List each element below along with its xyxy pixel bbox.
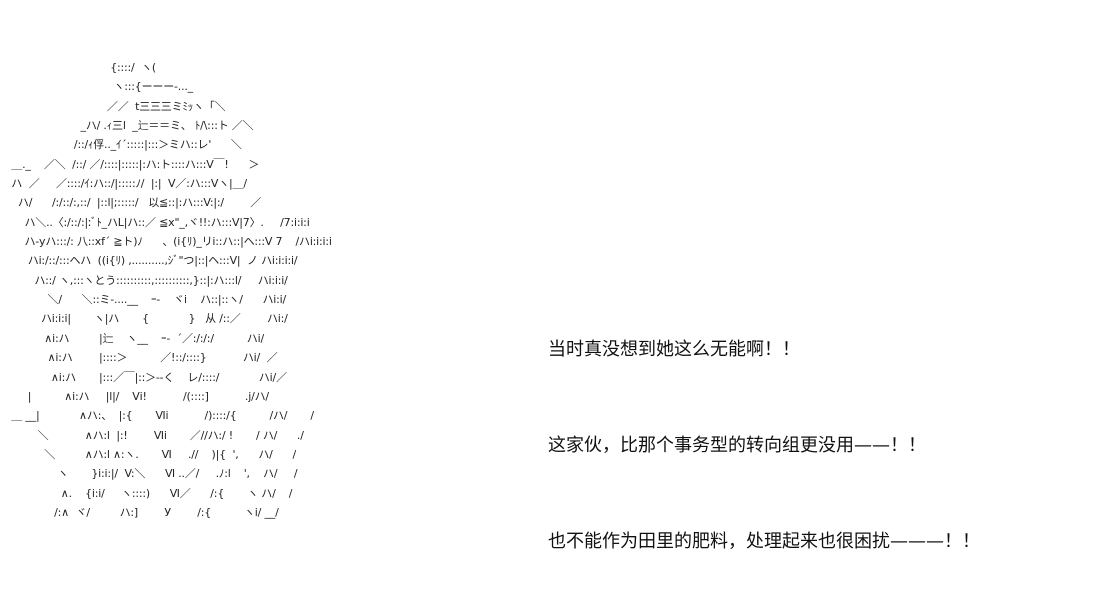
ascii-art-line: /::/ｨ俘.._ｲ´:::::|:::＞ミハ::レ' ＼ (8, 138, 242, 152)
ascii-art-line: ＼/ ＼::ミ-....__ ｰ- ヾi ハ::|::ヽ/ ハi:i/ (8, 293, 287, 307)
ascii-art-line: ∧i:ハ |:::／￣|::＞--く レ/::::/ ハi/／ (8, 370, 287, 384)
ascii-art-line: ＿._ ／＼ /::/ ／/::::|:::::|:ハ:ト::::ハ:::V￣!… (8, 157, 260, 171)
ascii-art-line: ∧i:ハ |辷 ヽ__ ｰ- ´／:/:/:/ ハi/ (8, 331, 264, 345)
ascii-art-line: ハ＼..〈:/::/:|:ﾞﾄ_ハL|ハ::／ ≦x"_,ヾ!!:ハ:::V|7… (8, 215, 310, 229)
ascii-art-line: ハ/ /:/::/:,::/ |::l|;:::::/ 以≦::|:ハ:::V:… (8, 196, 262, 210)
ascii-art-line: ∧. {i:i/ ヽ::::) Ⅵ／ /:{ ヽ ハ/ / (8, 486, 293, 500)
ascii-art-line: ＼ ∧ハ:l |:! Ⅵi ／//ハ:/ ! / ハ/ ./ (8, 428, 304, 442)
ascii-art-line: ハ-yハ:::/: 八::xf´ ≧ト)ﾉ 、(i{ﾘ)_リi::ハ::|ヘ::… (8, 235, 332, 249)
caption-line-3: 也不能作为田里的肥料，处理起来也很困扰———！！ (548, 531, 980, 552)
ascii-art-line: ハi:/::/:::ヘハ ((i{ﾘ) ,..........,ｼﾞ"つ|::|… (8, 254, 298, 268)
ascii-art-line: _ハ/ .ｨ三l _辷＝＝ミ、 ﾄ/\:::ト ／＼ (8, 119, 254, 133)
ascii-art-illustration: {::::/ ヽ( ヽ:::{ーーー-..._ ／／ t三三三ミﾐｯヽ「＼ _ハ… (8, 58, 528, 558)
ascii-art-line: {::::/ ヽ( (8, 61, 157, 74)
ascii-art-line: | ∧i:ハ |l|/ Ⅴi! /(::::] .j/ハ/ (8, 389, 269, 403)
ascii-art-line: ／／ t三三三ミﾐｯヽ「＼ (8, 99, 226, 113)
ascii-art-line: ヽ }i:i:|/ V:＼ Ⅵ ..／/ .ﾉ:l ', ハ/ / (8, 467, 298, 481)
dialogue-caption: 当时真没想到她这么无能啊！！ 这家伙，比那个事务型的转向组更没用——！！ 也不能… (548, 270, 1093, 590)
caption-line-1: 当时真没想到她这么无能啊！！ (548, 339, 800, 360)
ascii-art-line: ＿ __| ∧ハ:、 |:{ Ⅵi /)::::/{ /ハ/ / (8, 409, 314, 423)
ascii-art-line: ハ ／ ／::::/ｲ:ハ::/|:::::ﾉ/ |:| V／:ハ:::Vヽ|＿… (8, 177, 247, 191)
ascii-art-line: ＼ ∧ハ:l ∧:ヽ. Ⅵ .// )|{ ', ハ/ / (8, 447, 296, 461)
ascii-art-line: ∧i:ハ |::::＞ ／!::/::::} ハi/ ／ (8, 351, 278, 365)
caption-line-2: 这家伙，比那个事务型的转向组更没用——！！ (548, 435, 926, 456)
ascii-art-line: ヽ:::{ーーー-..._ (8, 80, 193, 94)
ascii-art-line: ハi:i:i| ヽ|ハ { } 从 /::／ ハi:/ (8, 312, 288, 326)
ascii-art-line: /:∧ ヾ/ ハ:] У /:{ ヽi/ __/ (8, 505, 279, 519)
ascii-art-line: ハ::/ ヽ,:::ヽとう::::::::::,::::::::::,}::|:… (8, 273, 288, 287)
